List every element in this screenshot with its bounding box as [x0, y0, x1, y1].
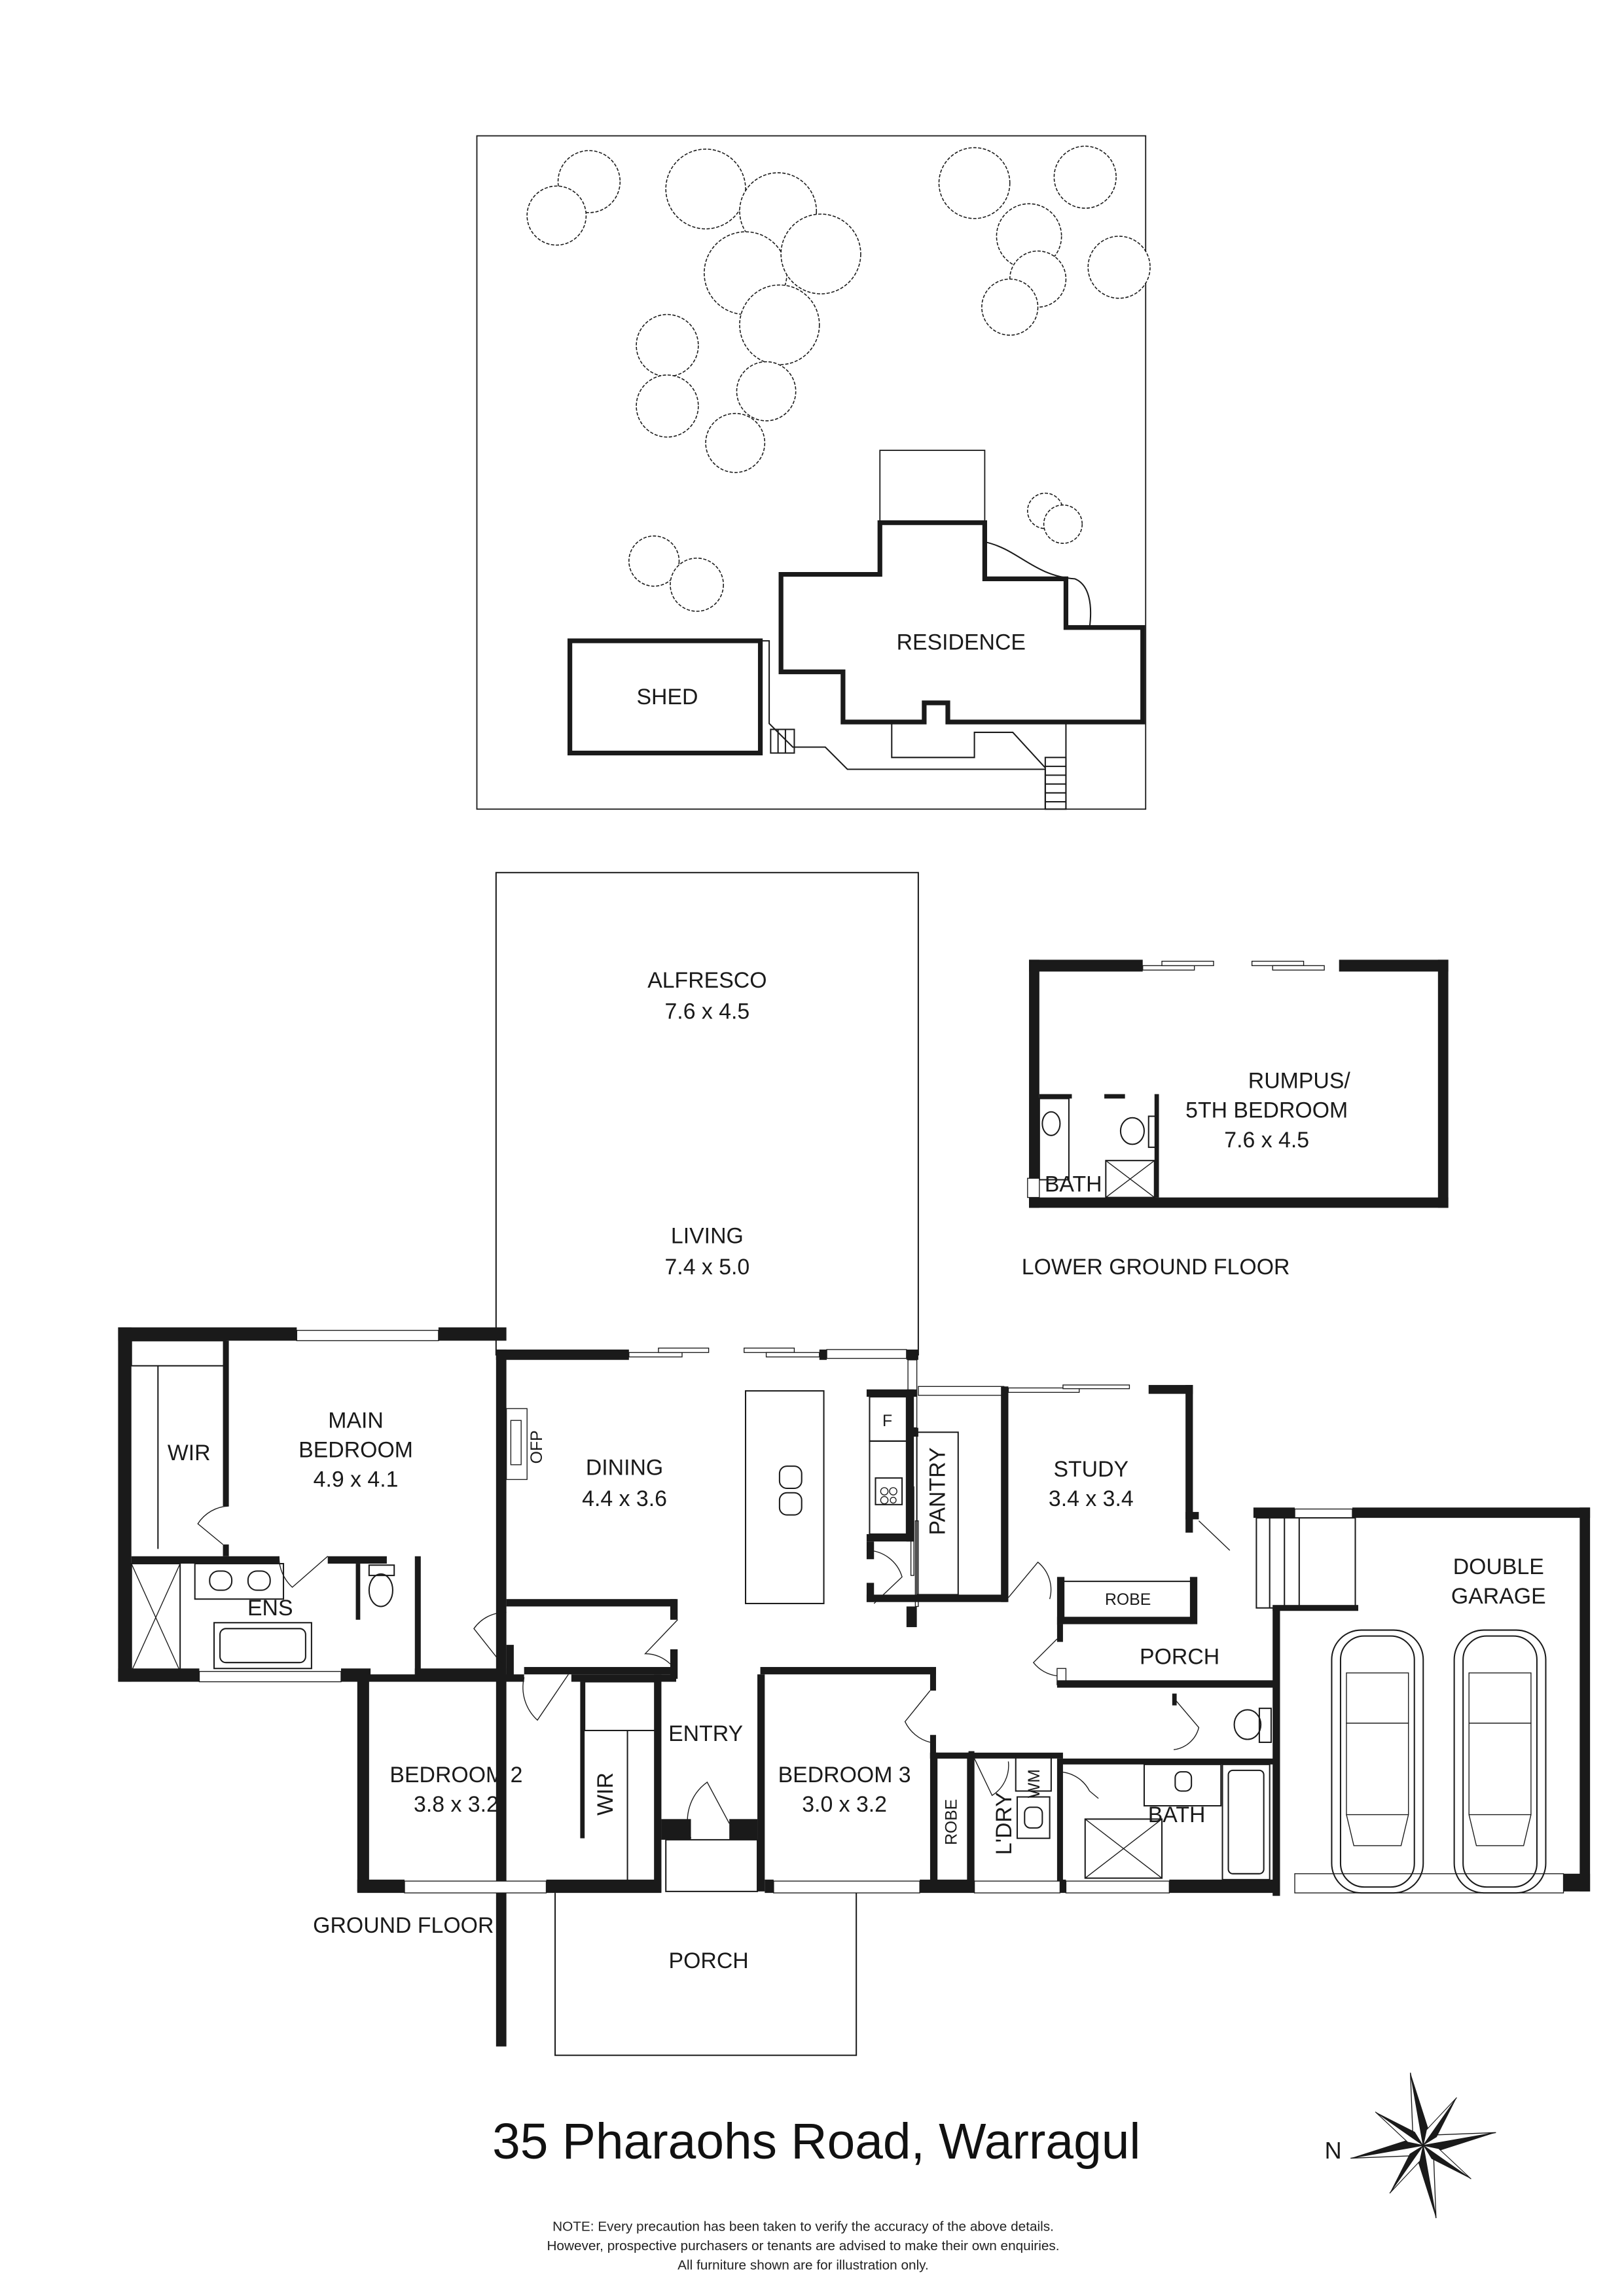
bedroom2-label: BEDROOM 2	[389, 1763, 522, 1787]
wm-label: WM	[1026, 1769, 1043, 1798]
alfresco-outline	[495, 872, 919, 1355]
laundry-label: L'DRY	[992, 1792, 1017, 1855]
main-bedroom-label-1: MAIN	[328, 1408, 384, 1433]
alfresco-label: ALFRESCO	[647, 968, 767, 993]
path-line	[891, 722, 1046, 768]
fridge-label: F	[882, 1412, 892, 1430]
ground-floor-plan: OFP WIR	[118, 872, 1591, 2056]
porch-front-label: PORCH	[669, 1948, 749, 1973]
alfresco-dims: 7.6 x 4.5	[664, 999, 749, 1024]
bedroom2-dims: 3.8 x 3.2	[414, 1792, 499, 1817]
disclaimer-line-3: All furniture shown are for illustration…	[677, 2257, 929, 2272]
pantry-label: PANTRY	[925, 1447, 950, 1535]
shed-label: SHED	[636, 685, 698, 709]
path-line	[760, 640, 1046, 810]
site-plan: RESIDENCE SHED	[476, 135, 1151, 810]
robe-bed3-label: ROBE	[943, 1799, 961, 1845]
porch-side-label: PORCH	[1140, 1644, 1219, 1669]
north-label: N	[1325, 2137, 1342, 2164]
ground-floor-label: GROUND FLOOR	[313, 1913, 494, 1938]
car-icon	[1453, 1629, 1547, 1894]
rumpus-bath-label: BATH	[1045, 1172, 1102, 1197]
disclaimer-line-1: NOTE: Every precaution has been taken to…	[552, 2219, 1054, 2234]
path-curve	[984, 541, 1092, 628]
rumpus-label-2: 5TH BEDROOM	[1185, 1098, 1348, 1123]
tree-icons	[526, 145, 1151, 612]
compass-rose-icon	[1350, 2072, 1496, 2219]
living-label: LIVING	[671, 1224, 744, 1249]
living-dims: 7.4 x 5.0	[664, 1255, 749, 1280]
ens-label: ENS	[247, 1596, 293, 1621]
bedroom3-dims: 3.0 x 3.2	[802, 1792, 887, 1817]
wir-main-label: WIR	[168, 1441, 211, 1465]
lower-ground-floor-label: LOWER GROUND FLOOR	[1022, 1255, 1290, 1280]
property-address-title: 35 Pharaohs Road, Warragul	[492, 2114, 1140, 2170]
study-label: STUDY	[1053, 1457, 1128, 1482]
residence-outline	[778, 520, 1146, 725]
garage-label-1: DOUBLE	[1453, 1554, 1544, 1579]
ofp-label: OFP	[528, 1430, 546, 1463]
main-bedroom-label-2: BEDROOM	[298, 1438, 413, 1463]
dining-dims: 4.4 x 3.6	[582, 1486, 667, 1511]
disclaimer-line-2: However, prospective purchasers or tenan…	[547, 2238, 1059, 2253]
car-icon	[1331, 1629, 1424, 1894]
bedroom3-label: BEDROOM 3	[778, 1763, 911, 1787]
robe-study-label: ROBE	[1105, 1591, 1151, 1609]
steps-icon	[770, 728, 795, 754]
steps-icon	[1044, 757, 1067, 810]
main-bedroom-dims: 4.9 x 4.1	[314, 1467, 399, 1492]
rumpus-dims: 7.6 x 4.5	[1224, 1128, 1309, 1153]
entry-label: ENTRY	[668, 1721, 743, 1746]
site-boundary	[476, 135, 1147, 810]
residence-label: RESIDENCE	[897, 630, 1026, 655]
garage-label-2: GARAGE	[1451, 1584, 1546, 1609]
dining-label: DINING	[586, 1456, 663, 1480]
shed-outline	[567, 638, 763, 756]
study-dims: 3.4 x 3.4	[1049, 1486, 1134, 1511]
lower-ground-floor-plan: RUMPUS/ 5TH BEDROOM 7.6 x 4.5 BATH LOWER…	[1022, 960, 1449, 1280]
rumpus-label-1: RUMPUS/	[1248, 1069, 1351, 1094]
residence-annex	[879, 450, 986, 524]
wir-bed2-label: WIR	[593, 1772, 618, 1816]
bath-label: BATH	[1148, 1803, 1206, 1827]
front-porch-outline	[554, 1893, 857, 2056]
